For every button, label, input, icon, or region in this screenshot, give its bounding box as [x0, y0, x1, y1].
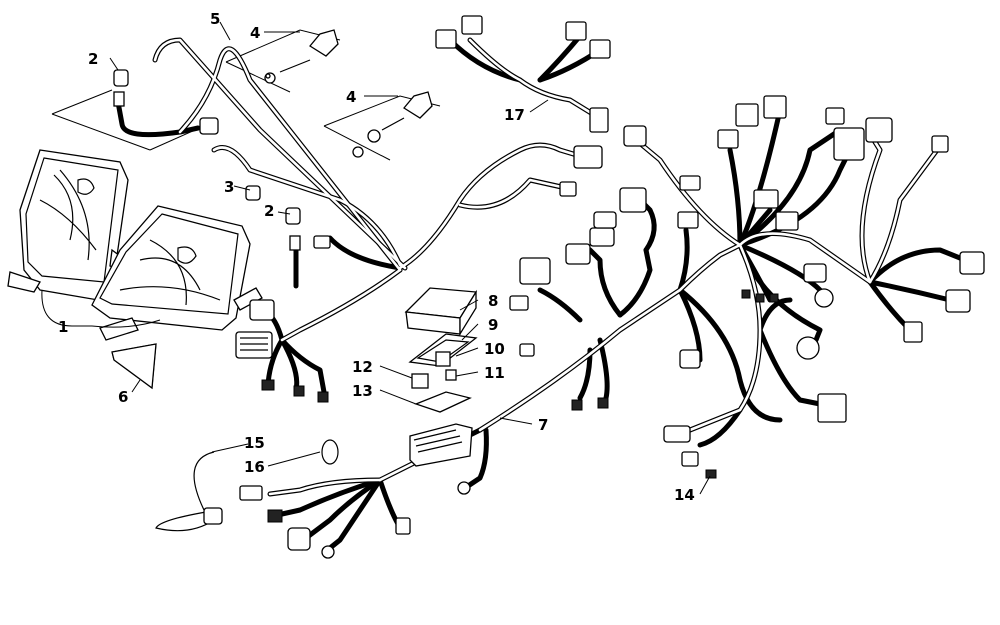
headlight-right [91, 205, 263, 341]
callout-5: 5 [210, 10, 220, 28]
callout-7: 7 [538, 416, 548, 434]
callout-2-top: 2 [88, 50, 98, 68]
callout-13: 13 [352, 382, 373, 400]
callout-4-middle: 4 [346, 88, 356, 106]
callout-17: 17 [504, 106, 525, 124]
callout-14: 14 [674, 486, 695, 504]
callout-11: 11 [484, 364, 505, 382]
leader-lines [41, 21, 711, 495]
callout-3: 3 [224, 178, 234, 196]
callout-4-top: 4 [250, 24, 260, 42]
callout-1: 1 [58, 318, 68, 336]
misc-parts [111, 343, 339, 532]
callout-8: 8 [488, 292, 498, 310]
callout-16: 16 [244, 458, 265, 476]
callout-6: 6 [118, 388, 128, 406]
bulbs-and-adjusters [113, 29, 433, 251]
connectors [235, 15, 985, 559]
callout-2-bottom: 2 [264, 202, 274, 220]
callout-labels: 1 2 2 3 4 4 5 6 7 8 9 10 11 12 13 14 15 … [58, 10, 695, 504]
callout-10: 10 [484, 340, 505, 358]
callout-12: 12 [352, 358, 373, 376]
callout-15: 15 [244, 434, 265, 452]
callout-9: 9 [488, 316, 498, 334]
fuse-box-parts [404, 287, 478, 467]
